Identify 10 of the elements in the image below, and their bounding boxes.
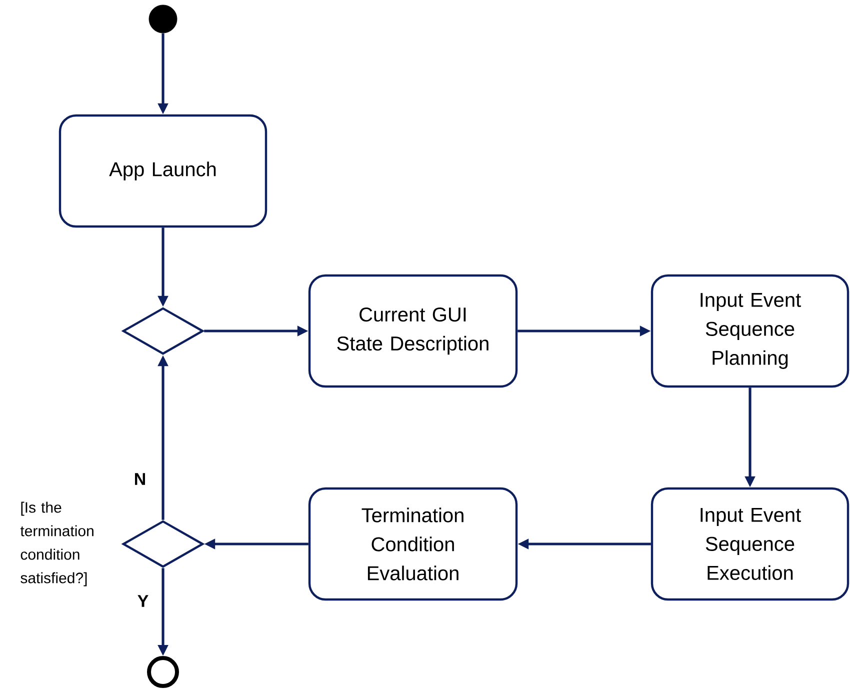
- start-node: [148, 4, 178, 34]
- condition-text: [Is the termination condition satisfied?]: [20, 502, 94, 586]
- process-box: Termination Condition Evaluation: [308, 487, 518, 601]
- process-box: App Launch: [58, 114, 268, 228]
- process-box: Input Event Sequence Execution: [650, 487, 850, 601]
- edge-label: N: [135, 473, 145, 485]
- edge-label: Y: [138, 595, 148, 607]
- process-box: Current GUI State Description: [308, 274, 518, 388]
- process-box: Input Event Sequence Planning: [650, 274, 850, 388]
- end-node: [147, 656, 179, 688]
